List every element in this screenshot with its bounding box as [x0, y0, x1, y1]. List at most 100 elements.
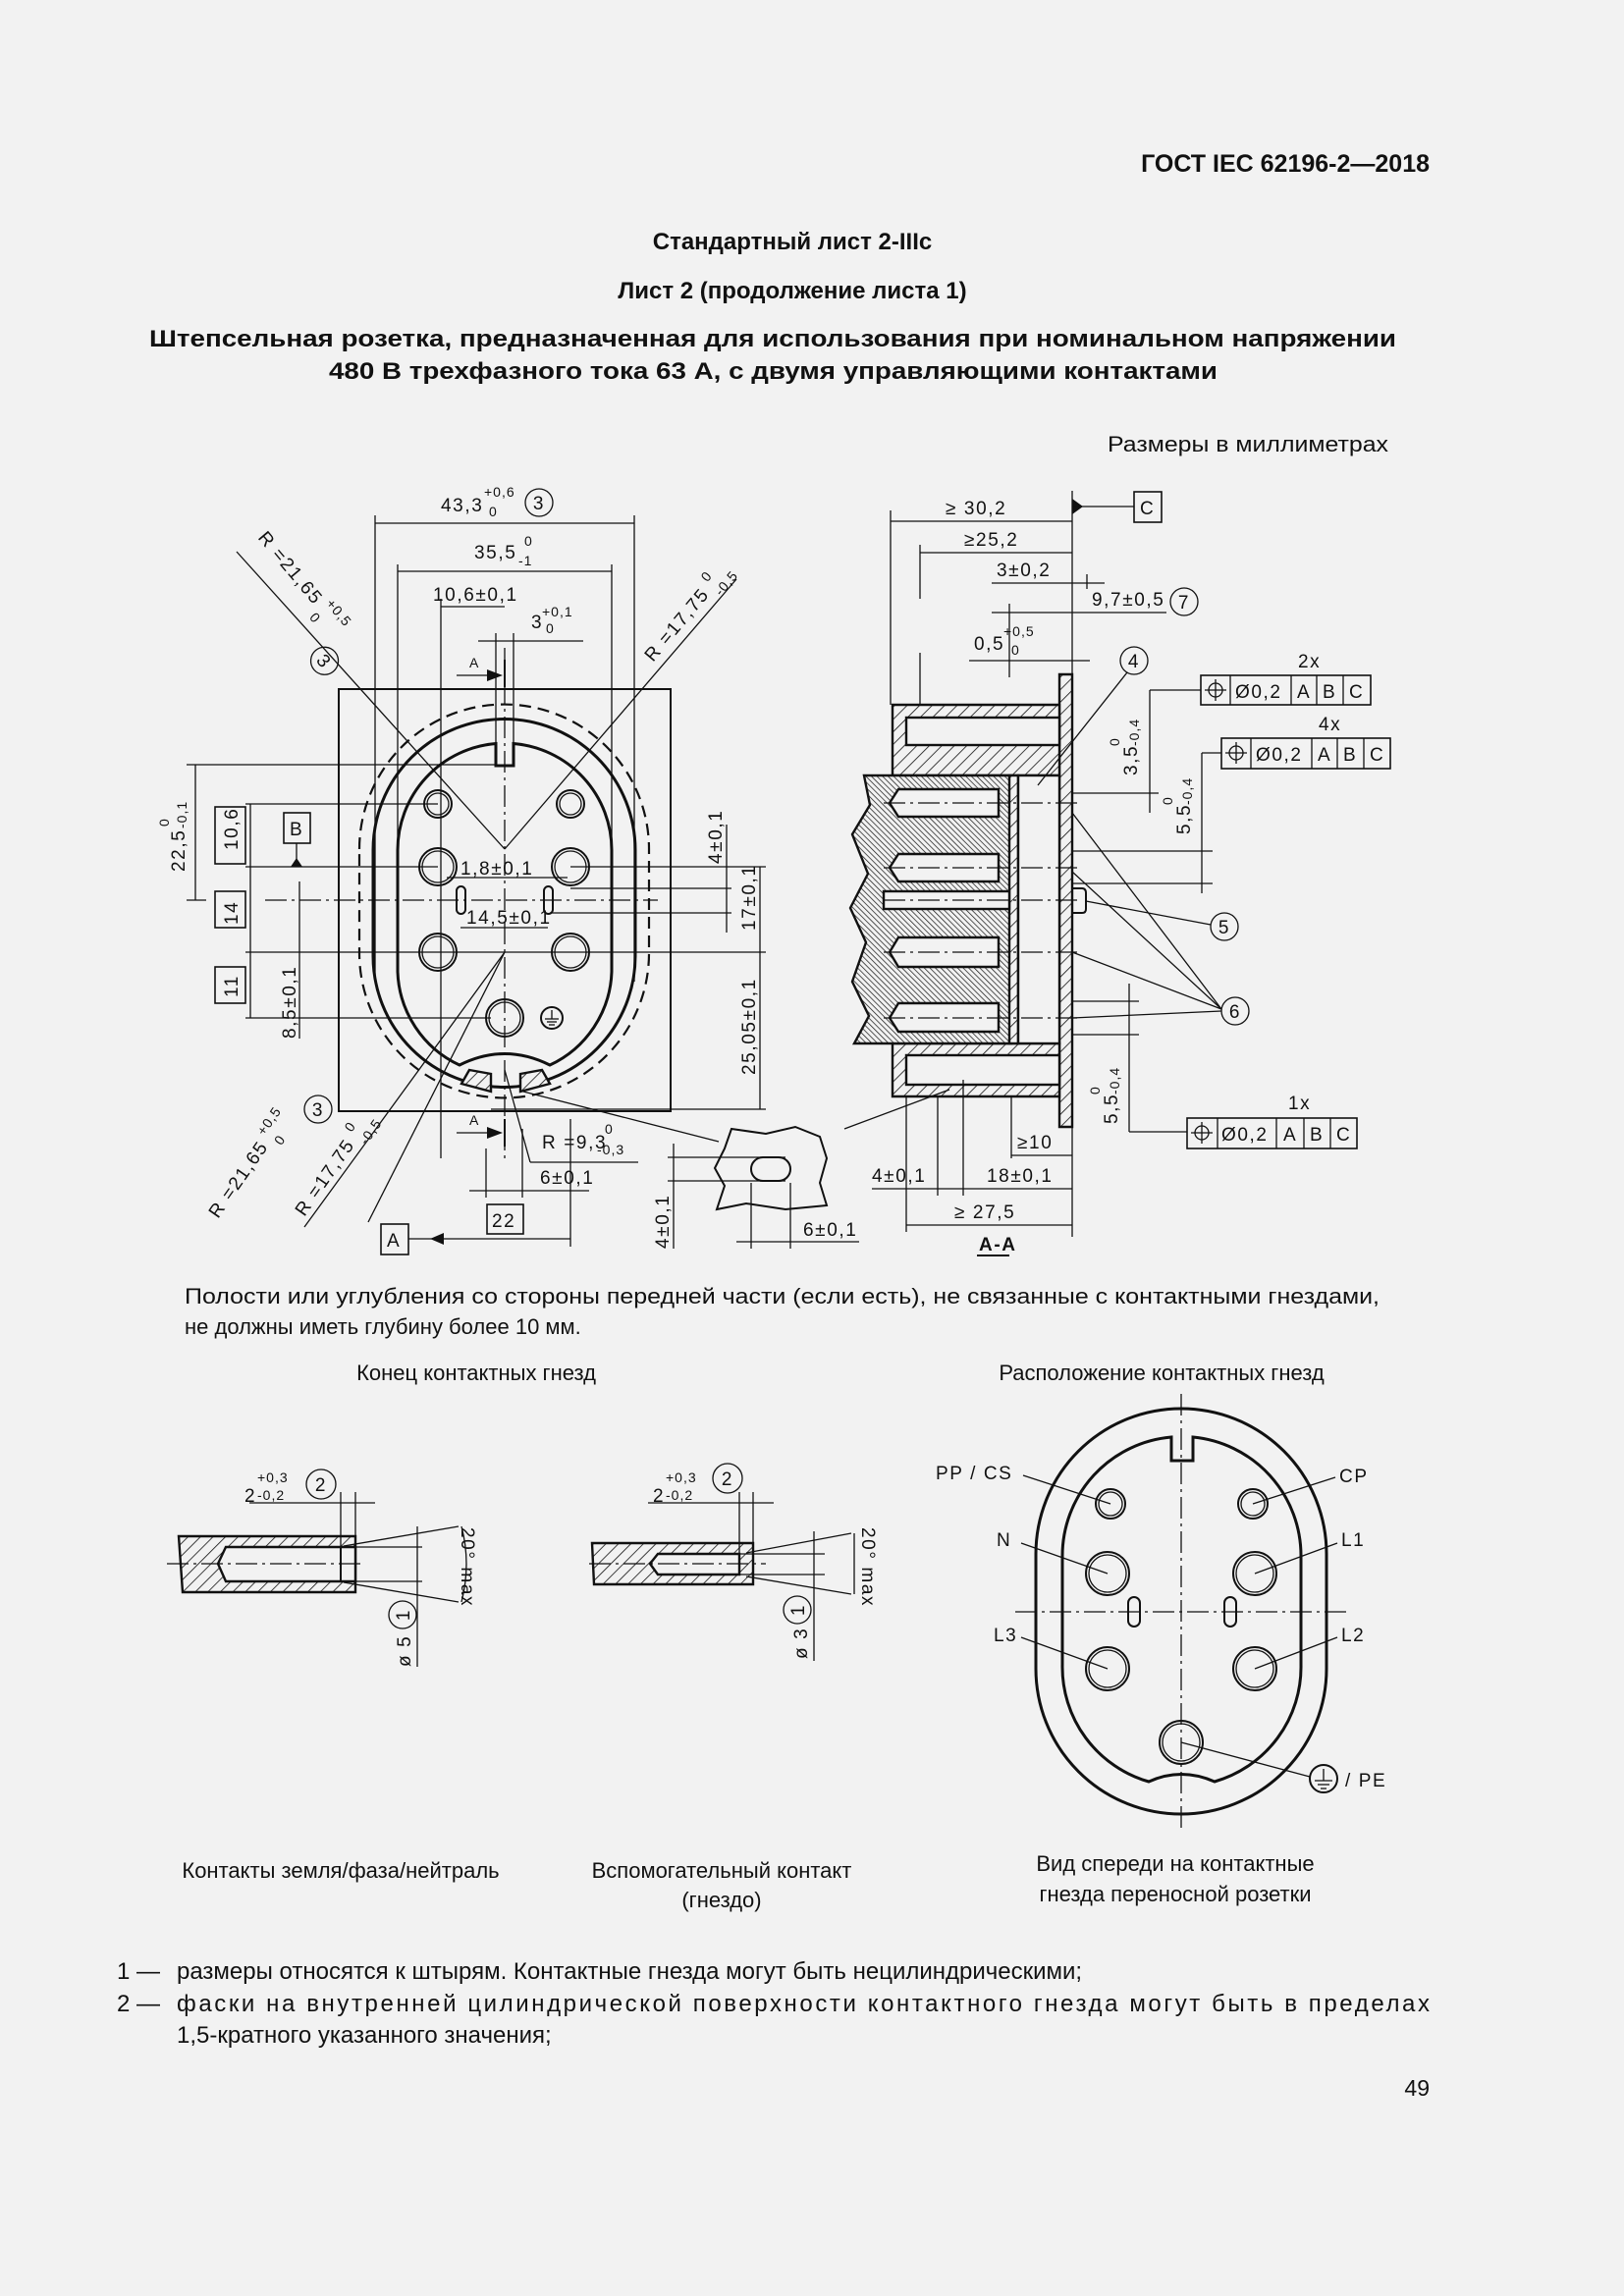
box-dim-22: 22 — [492, 1211, 515, 1232]
position-icon — [1191, 1122, 1213, 1144]
svg-text:-0,2: -0,2 — [666, 1487, 693, 1503]
caption-aux-contact-line-1: Вспомогательный контакт — [592, 1858, 852, 1883]
earth-icon — [1309, 1764, 1338, 1793]
page-title-line-2: 480 В трехфазного тока 63 А, с двумя упр… — [329, 358, 1218, 385]
svg-text:+0,1: +0,1 — [542, 604, 573, 619]
svg-text:0: 0 — [524, 533, 533, 549]
sheet-part-title: Лист 2 (продолжение листа 1) — [618, 278, 966, 304]
note-2-text-line-2: 1,5-кратного указанного значения; — [177, 2022, 552, 2049]
dim-25-2: ≥25,2 — [964, 530, 1018, 551]
svg-text:1: 1 — [788, 1604, 809, 1616]
section-bores — [882, 787, 1011, 1034]
svg-text:-0,2: -0,2 — [257, 1487, 285, 1503]
dim-9-7: 9,7±0,5 — [1092, 590, 1164, 611]
svg-text:4x: 4x — [1319, 715, 1341, 735]
dim-5-5-bottom: 5,5 — [1102, 1094, 1122, 1124]
svg-text:Ø0,2: Ø0,2 — [1256, 745, 1303, 766]
svg-text:0: 0 — [1011, 642, 1020, 658]
svg-text:C: C — [1349, 682, 1364, 703]
feature-control-frame-1x: 1x Ø0,2 A B C — [1186, 1094, 1358, 1149]
section-label: A-A — [979, 1235, 1017, 1255]
feature-control-frame-2x: 2x Ø0,2 A B C — [1200, 652, 1372, 706]
angle-20-max-aux: 20° max — [857, 1527, 878, 1607]
radius-21-65-bottom: R =21,65 — [205, 1138, 273, 1222]
box-dim-10-6: 10,6 — [222, 808, 243, 850]
reference-circle-3-bottom: 3 — [312, 1100, 324, 1121]
dim-14-5: 14,5±0,1 — [466, 908, 552, 929]
front-pins — [418, 789, 590, 1038]
svg-text:0: 0 — [306, 610, 324, 626]
svg-text:+0,5: +0,5 — [1003, 623, 1035, 639]
svg-text:-0,4: -0,4 — [1126, 719, 1142, 746]
contact-end-heading: Конец контактных гнезд — [356, 1361, 596, 1385]
dim-10: ≥10 — [1017, 1133, 1053, 1153]
angle-20-max-main: 20° max — [457, 1527, 477, 1607]
dim-3-section: 3±0,2 — [997, 561, 1051, 581]
svg-text:B: B — [1343, 745, 1357, 766]
svg-text:-0,5: -0,5 — [356, 1116, 385, 1148]
contact-end-aux-drawing: 2 +0,3 -0,2 2 20° max ø 3 1 — [589, 1463, 878, 1661]
dim-3: 3 — [531, 613, 543, 633]
svg-text:2: 2 — [315, 1475, 327, 1496]
svg-text:0: 0 — [605, 1121, 614, 1137]
dim-4: 4±0,1 — [706, 810, 727, 864]
dim-43-3: 43,3 — [441, 496, 483, 516]
datum-a: A — [387, 1231, 401, 1252]
diameter-5: ø 5 — [395, 1635, 415, 1667]
svg-text:+0,3: +0,3 — [666, 1469, 697, 1485]
svg-text:A: A — [1297, 682, 1311, 703]
svg-text:3: 3 — [533, 494, 545, 514]
diameter-3: ø 3 — [791, 1628, 812, 1659]
reference-circle-3 — [524, 488, 554, 517]
dim-0-5: 0,5 — [974, 634, 1004, 655]
svg-text:+0,6: +0,6 — [484, 484, 515, 500]
caption-aux-contact-line-2: (гнездо) — [681, 1888, 761, 1912]
dim-27-5: ≥ 27,5 — [954, 1202, 1015, 1223]
dim-17: 17±0,1 — [739, 864, 760, 931]
reference-circle-7: 7 — [1178, 593, 1190, 614]
radius-17-75-bottom: R =17,75 — [292, 1136, 359, 1220]
dim-4-section: 4±0,1 — [872, 1166, 926, 1187]
datum-b: B — [290, 820, 303, 840]
box-dim-11: 11 — [222, 975, 243, 997]
svg-text:0: 0 — [156, 818, 172, 827]
svg-text:-0,5: -0,5 — [711, 567, 740, 599]
svg-text:3: 3 — [311, 651, 335, 673]
svg-text:+0,3: +0,3 — [257, 1469, 289, 1485]
radius-21-65-top: R =21,65 — [253, 528, 326, 610]
note-2-number: 2 — — [117, 1991, 160, 2017]
dim-30-2: ≥ 30,2 — [946, 499, 1006, 519]
contact-pins — [1085, 1488, 1277, 1765]
svg-text:2x: 2x — [1298, 652, 1321, 672]
svg-text:0: 0 — [271, 1132, 289, 1148]
svg-text:-0,3: -0,3 — [597, 1142, 624, 1157]
contact-end-main-drawing: 2 +0,3 -0,2 2 20° max ø 5 1 — [167, 1468, 477, 1667]
contact-layout-heading: Расположение контактных гнезд — [999, 1361, 1325, 1385]
section-mark-a-bottom: A — [469, 1112, 479, 1128]
label-cp: CP — [1339, 1467, 1369, 1487]
svg-text:1: 1 — [394, 1609, 414, 1621]
svg-text:-0,4: -0,4 — [1179, 777, 1195, 805]
label-pe: / PE — [1345, 1771, 1386, 1791]
svg-text:Ø0,2: Ø0,2 — [1221, 1125, 1269, 1146]
detail-dim-6: 6±0,1 — [803, 1220, 857, 1241]
label-l2: L2 — [1341, 1626, 1365, 1646]
page-number: 49 — [1404, 2075, 1430, 2101]
svg-text:C: C — [1336, 1125, 1351, 1146]
label-l3: L3 — [994, 1626, 1017, 1646]
svg-text:2: 2 — [722, 1469, 733, 1490]
caption-layout-line-2: гнезда переносной розетки — [1039, 1882, 1311, 1906]
page-title-line-1: Штепсельная розетка, предназначенная для… — [149, 326, 1396, 352]
svg-text:C: C — [1370, 745, 1384, 766]
dim-25-05: 25,05±0,1 — [739, 978, 760, 1075]
note-1-text: размеры относятся к штырям. Контактные г… — [177, 1958, 1082, 1985]
position-icon — [1225, 742, 1247, 764]
sheet-title: Стандартный лист 2-IIIc — [653, 229, 932, 255]
reference-circle-4: 4 — [1128, 652, 1140, 672]
note-2-text-line-1: фаски на внутренней цилиндрической повер… — [177, 1991, 1430, 2017]
dim-3-5: 3,5 — [1121, 745, 1142, 775]
datum-c: C — [1140, 499, 1155, 519]
svg-text:-0,1: -0,1 — [174, 801, 189, 828]
svg-text:0: 0 — [341, 1118, 358, 1134]
